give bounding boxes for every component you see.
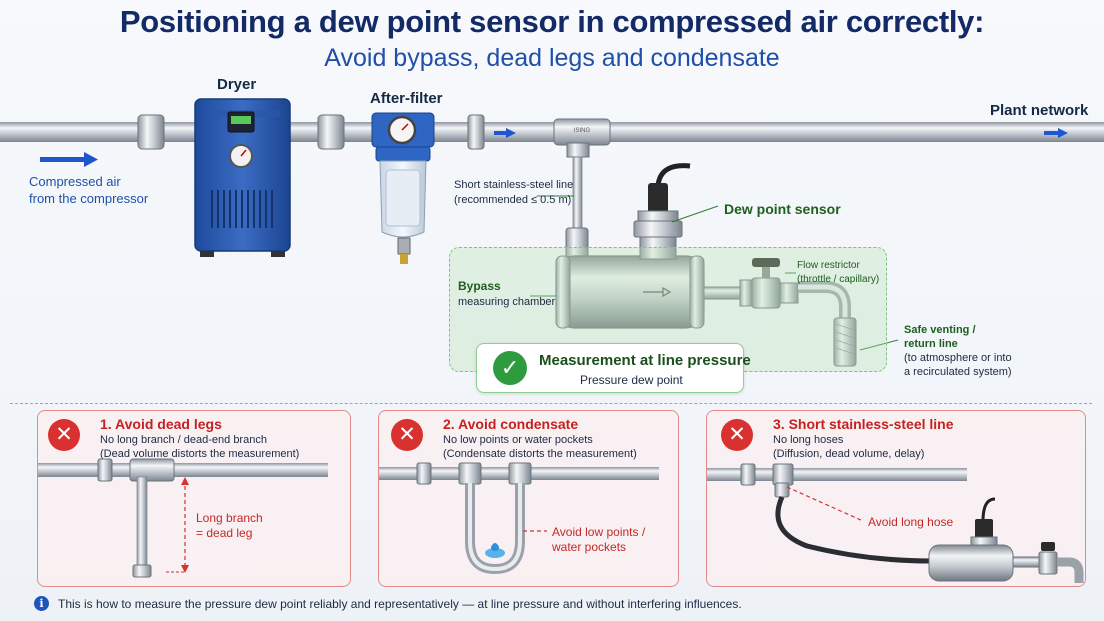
dead-leg-callout-1: Long branch [196,511,263,525]
error-x-icon: ✕ [721,419,753,451]
dead-leg-callout-2: = dead leg [196,526,253,540]
dead-leg-illustration [38,458,328,578]
dryer-unit [194,98,291,257]
after-filter-label: After-filter [370,90,443,107]
safe-venting-label-3: (to atmosphere or into [904,352,1012,364]
safe-venting-label: Safe venting / return line (to atmospher… [904,323,1012,379]
leader-line [530,195,899,351]
card-short-line: ✕ 3. Short stainless-steel line No long … [706,410,1086,587]
card-title: 2. Avoid condensate [443,416,579,432]
measurement-box: ✓ Measurement at line pressure Pressure … [476,343,751,393]
card-line-2: (Diffusion, dead volume, delay) [773,448,925,460]
card-dead-legs: ✕ 1. Avoid dead legs No long branch / de… [37,410,351,587]
short-line-text-1: Short stainless-steel line [454,179,574,191]
card-line-2: (Condensate distorts the measurement) [443,448,637,460]
flow-restrictor-label-1: Flow restrictor [797,260,860,271]
flow-restrictor-label-2: (throttle / capillary) [797,274,880,285]
dryer-label: Dryer [217,76,257,93]
page-title: Positioning a dew point sensor in compre… [119,4,985,39]
card-line-1: No low points or water pockets [443,434,593,446]
flow-arrow [40,128,1068,167]
low-point-illustration [379,462,659,575]
dew-point-sensor [633,163,691,260]
safe-venting-label-4: a recirculated system) [904,366,1012,378]
page-subtitle: Avoid bypass, dead legs and condensate [324,44,780,72]
measurement-subtitle: Pressure dew point [580,373,683,387]
bypass-label: Bypass measuring chamber [458,278,555,310]
error-x-icon: ✕ [48,419,80,451]
card-title: 3. Short stainless-steel line [773,416,954,432]
check-icon: ✓ [493,351,527,385]
pipe-coupling [137,114,485,150]
dead-leg-callout: Long branch = dead leg [196,511,263,541]
measuring-chamber [555,255,705,329]
short-line-label: Short stainless-steel line (recommended … [454,178,573,208]
short-line-text-2: (recommended ≤ 0.5 m) [454,194,572,206]
long-hose-illustration [707,463,1084,583]
low-point-callout-1: Avoid low points / [552,525,646,539]
safe-venting-label-1: Safe venting / [904,324,976,336]
info-icon: i [34,596,49,611]
bypass-label-1: Bypass [458,279,501,293]
long-hose-callout: Avoid long hose [868,515,954,529]
flow-restrictor-label: Flow restrictor (throttle / capillary) [797,259,879,287]
card-line-1: No long branch / dead-end branch [100,434,267,446]
low-point-callout: Avoid low points / water pockets [552,525,645,555]
card-condensate: ✕ 2. Avoid condensate No low points or w… [378,410,679,587]
compressed-air-line-1: Compressed air [29,174,121,189]
measurement-title: Measurement at line pressure [539,352,751,369]
dew-point-sensor-label: Dew point sensor [724,201,841,217]
compressed-air-label: Compressed air from the compressor [29,173,148,207]
low-point-callout-2: water pockets [552,540,627,554]
safe-venting-label-2: return line [904,338,958,350]
card-line-2: (Dead volume distorts the measurement) [100,448,300,460]
compressed-air-line-2: from the compressor [29,191,149,206]
tee-fitting: ISING [553,118,611,158]
flow-restrictor [703,258,857,367]
valve-mark: ISING [574,128,591,134]
section-divider [10,403,1092,404]
bypass-label-2: measuring chamber [458,296,556,308]
main-pipe [0,122,1104,142]
error-x-icon: ✕ [391,419,423,451]
footer-note: This is how to measure the pressure dew … [58,597,742,611]
plant-network-label: Plant network [990,102,1089,119]
card-line-1: No long hoses [773,434,844,446]
after-filter-unit [371,112,435,264]
card-title: 1. Avoid dead legs [100,416,222,432]
